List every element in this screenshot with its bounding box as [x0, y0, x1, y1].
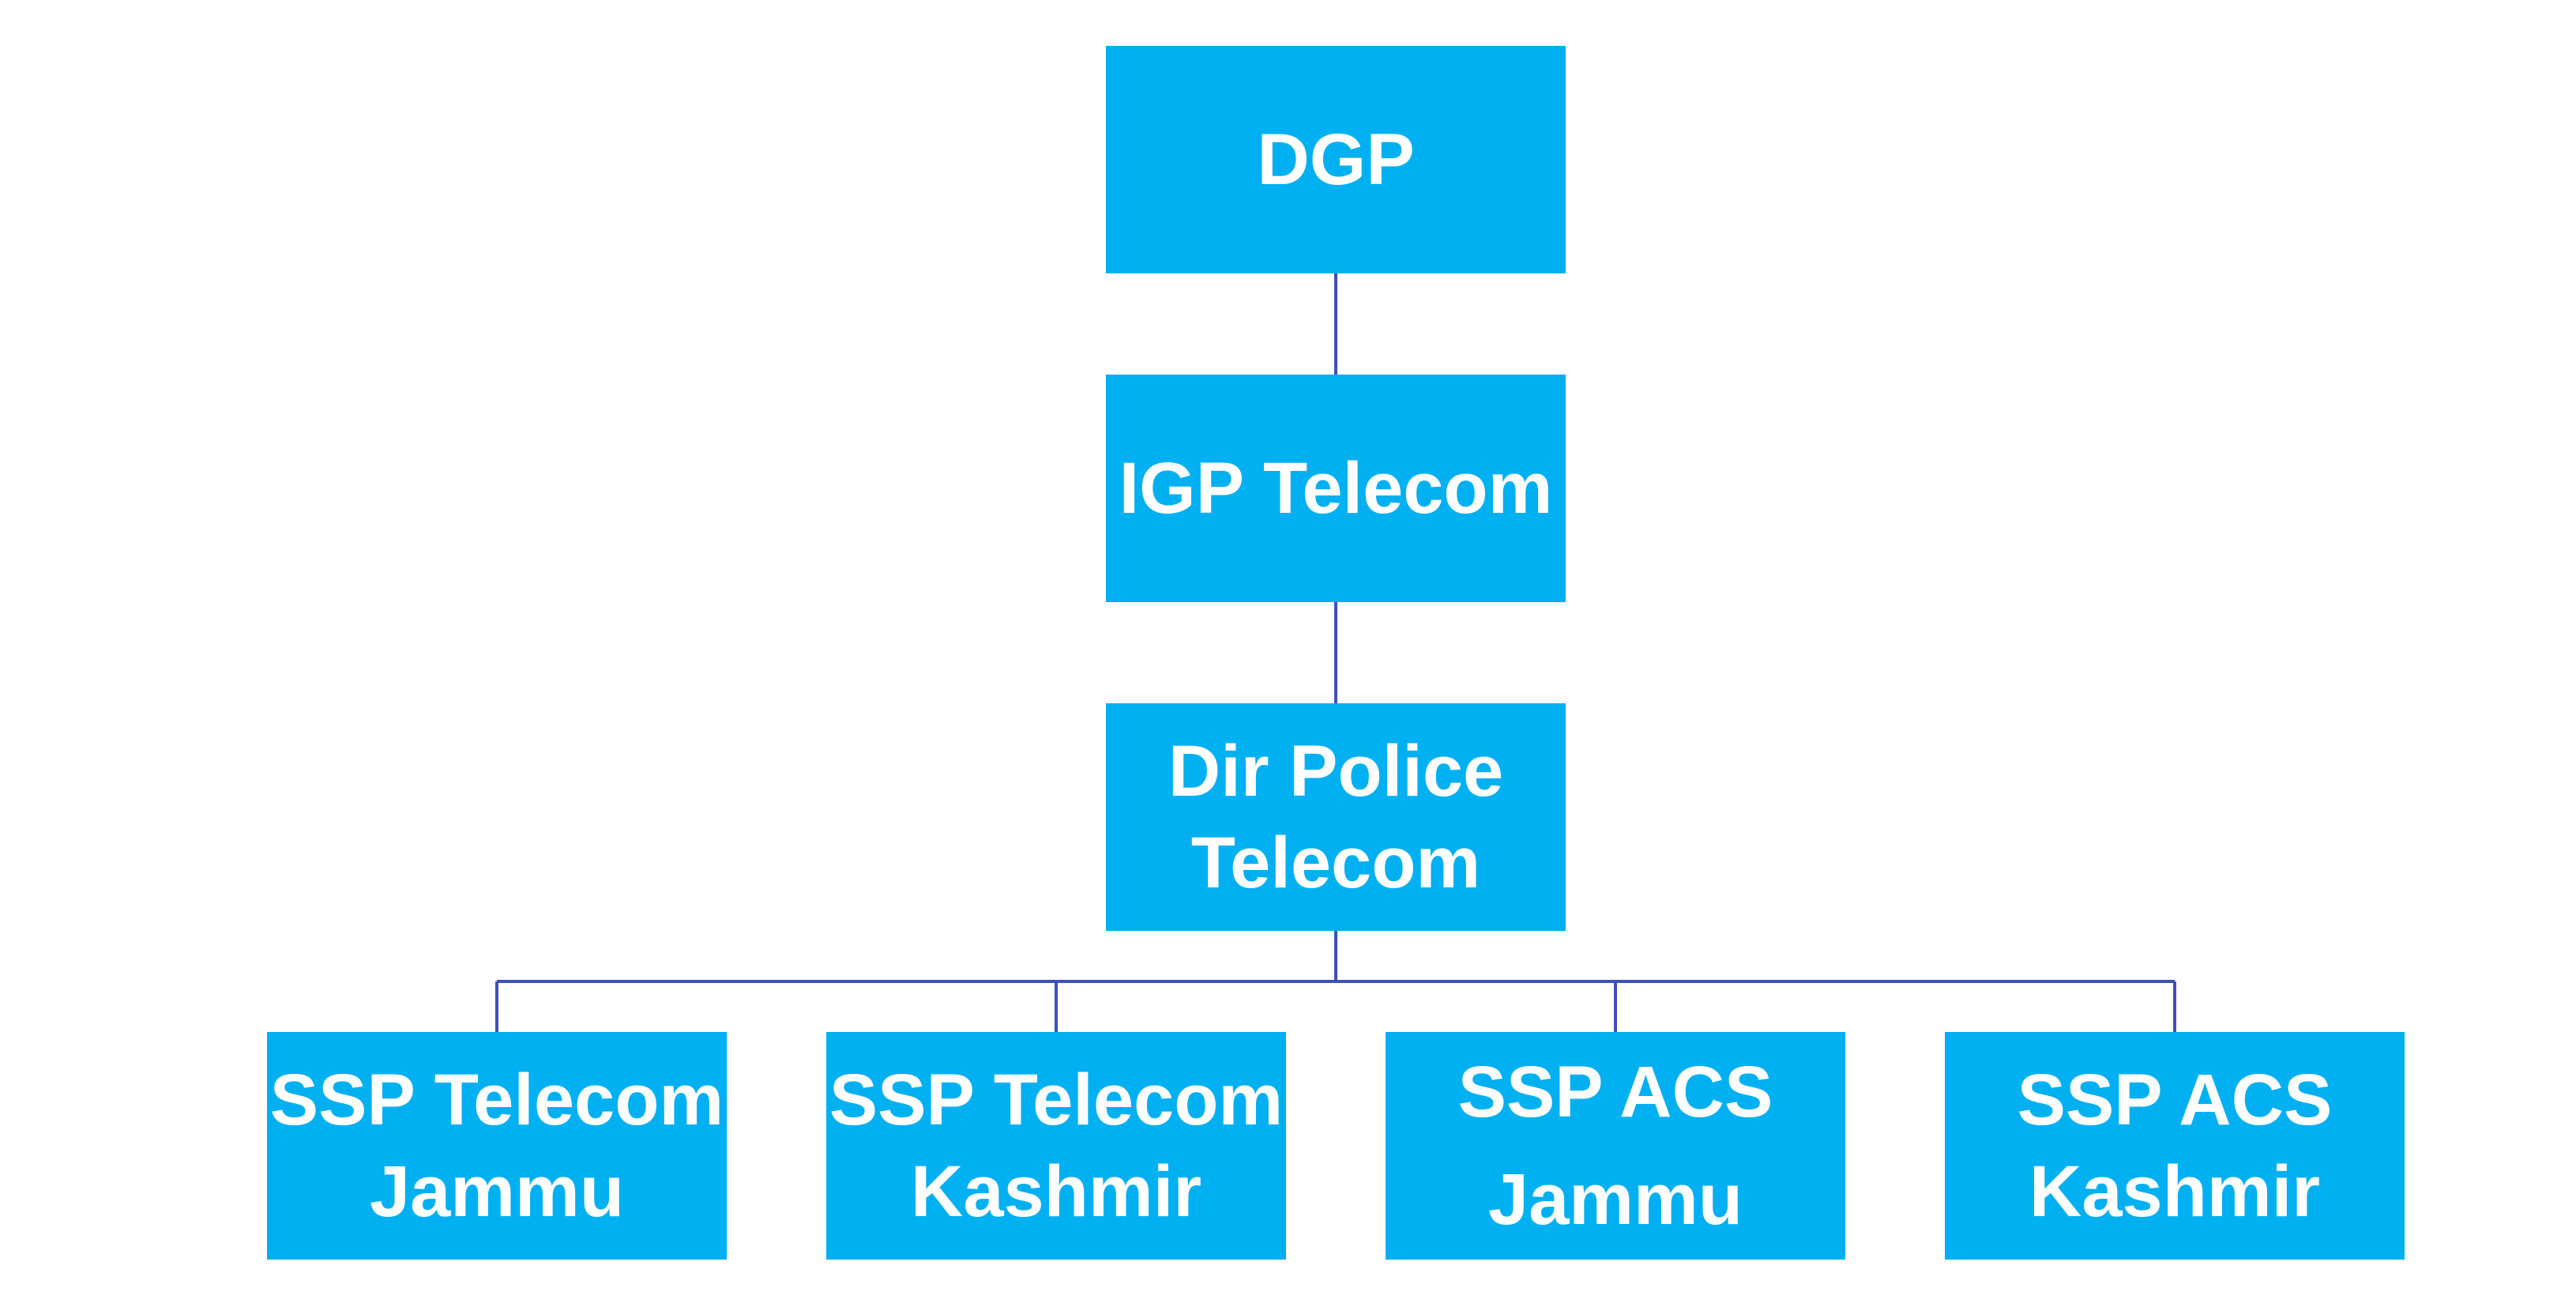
- org-node-igp-telecom: IGP Telecom: [1106, 375, 1566, 602]
- node-label-line-2: Jammu: [369, 1151, 625, 1232]
- org-node-ssp-telecom-kashmir: SSP Telecom Kashmir: [826, 1032, 1286, 1260]
- node-label-line-1: SSP ACS: [2017, 1060, 2333, 1140]
- node-label-line-2: Jammu: [1487, 1159, 1743, 1240]
- node-label-line-2: Kashmir: [910, 1151, 1202, 1232]
- node-label-line-2: Telecom: [1190, 823, 1481, 903]
- node-label-line-1: SSP Telecom: [269, 1060, 724, 1140]
- org-node-ssp-telecom-jammu: SSP Telecom Jammu: [267, 1032, 727, 1260]
- org-node-dgp: DGP: [1106, 46, 1566, 273]
- org-node-ssp-acs-jammu: SSP ACS Jammu: [1386, 1032, 1845, 1260]
- node-label: IGP Telecom: [1119, 448, 1553, 529]
- org-node-dir-police-telecom: Dir Police Telecom: [1106, 703, 1566, 931]
- org-node-ssp-acs-kashmir: SSP ACS Kashmir: [1945, 1032, 2405, 1260]
- node-label-line-1: SSP ACS: [1457, 1052, 1773, 1132]
- node-label-line-1: SSP Telecom: [829, 1060, 1284, 1140]
- node-label-line-2: Kashmir: [2029, 1151, 2321, 1232]
- node-label: DGP: [1257, 119, 1415, 200]
- node-label-line-1: Dir Police: [1168, 731, 1504, 812]
